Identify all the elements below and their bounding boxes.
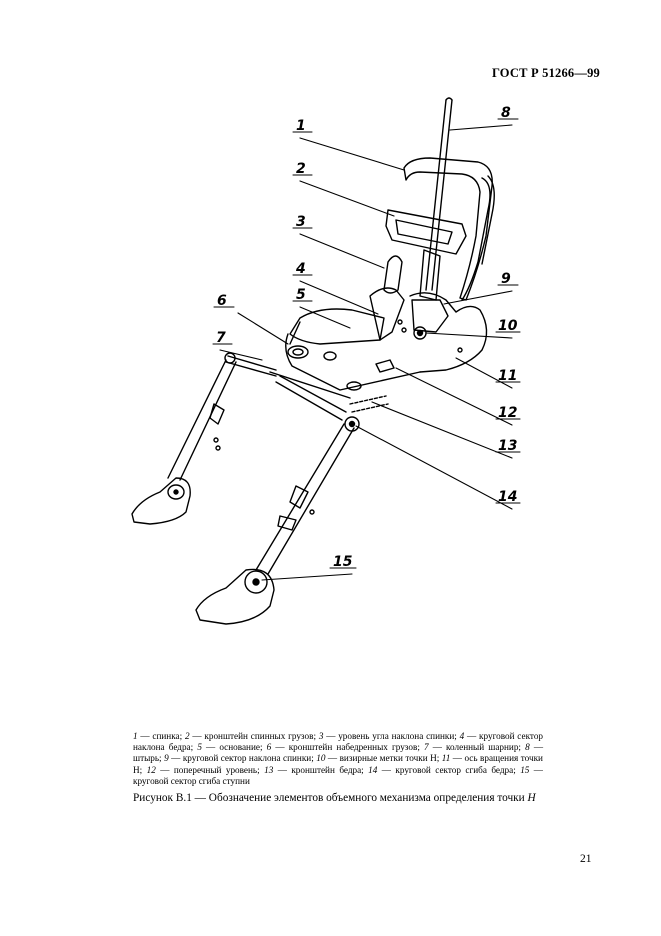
legend-number: 5 — [197, 742, 202, 753]
right-foot — [195, 568, 275, 625]
right-lower-leg — [255, 423, 355, 575]
legend-text: — круговой сектор наклона бедра; — [133, 731, 544, 753]
legend-text: — спинка; — [137, 731, 185, 741]
legend-number: 4 — [459, 731, 465, 741]
callout-12: 12 — [498, 405, 517, 421]
legend-text: — кронштейн спинных грузов; — [189, 731, 319, 741]
legend-number: 3 — [318, 731, 324, 741]
legend-number: 12 — [146, 764, 156, 775]
legend-number: 7 — [424, 742, 429, 753]
legend-text: — коленный шарнир; — [428, 742, 526, 753]
h-point-machine-drawing: 1 2 3 4 5 6 7 8 9 10 11 12 13 14 15 — [131, 97, 521, 625]
legend-text: — ось вращения точки Н; — [133, 753, 543, 775]
seat-pan — [289, 308, 385, 345]
callout-4: 4 — [295, 261, 306, 277]
callout-1: 1 — [296, 118, 306, 134]
callout-15: 15 — [333, 554, 353, 570]
standard-header: ГОСТ Р 51266—99 — [491, 66, 600, 80]
legend-number: 2 — [185, 731, 190, 741]
legend-number: 13 — [264, 764, 274, 775]
legend-number: 15 — [520, 764, 530, 775]
page-number: 21 — [580, 853, 592, 865]
legend-number: 11 — [441, 753, 451, 764]
legend-text: — основание; — [201, 742, 267, 753]
callout-8: 8 — [501, 105, 511, 121]
probe-rod — [425, 99, 453, 291]
callout-2: 2 — [296, 161, 306, 177]
callout-9: 9 — [501, 271, 511, 287]
legend-text: — круговой сектор сгиба ступни — [133, 764, 543, 786]
thigh-weight-bracket — [287, 345, 309, 359]
back-weight-bracket — [385, 209, 467, 255]
legend-number: 8 — [525, 742, 530, 753]
legend-number: 10 — [316, 753, 326, 764]
left-lower-leg — [167, 359, 237, 481]
callout-6: 6 — [217, 293, 227, 309]
legend-text: — визирные метки точки Н; — [325, 753, 442, 764]
callout-7: 7 — [216, 330, 226, 346]
callout-3: 3 — [296, 214, 306, 230]
callout-14: 14 — [498, 489, 517, 505]
left-foot — [131, 477, 191, 525]
callout-5: 5 — [296, 287, 306, 303]
legend-text: — круговой сектор наклона спинки; — [168, 753, 317, 764]
foot-flex-sector — [244, 570, 268, 594]
legend-number: 1 — [133, 731, 138, 741]
legend-text: — кронштейн набедренных грузов; — [271, 742, 425, 753]
transverse-level — [375, 359, 395, 373]
legend-number: 9 — [164, 753, 169, 764]
legend-text: — поперечный уровень; — [155, 764, 265, 775]
legend-text: — штырь; — [133, 742, 544, 764]
caption-text: Рисунок В.1 — Обозначение элементов объе… — [133, 792, 525, 804]
legend-number: 14 — [368, 764, 378, 775]
legend-text: — круговой сектор сгиба бедра; — [377, 764, 521, 775]
callout-10: 10 — [498, 318, 518, 334]
figure-caption: Рисунок В.1 — Обозначение элементов объе… — [133, 792, 563, 804]
legend-text: — уровень угла наклона спинки; — [323, 731, 460, 741]
back-pan — [403, 157, 493, 301]
legend-number: 6 — [266, 742, 272, 753]
callout-13: 13 — [498, 438, 517, 454]
callout-11: 11 — [498, 368, 517, 384]
figure-legend: 1 — спинка; 2 — кронштейн спинных грузов… — [133, 731, 543, 787]
caption-point: Н — [527, 792, 536, 804]
legend-text: — кронштейн бедра; — [273, 764, 369, 775]
